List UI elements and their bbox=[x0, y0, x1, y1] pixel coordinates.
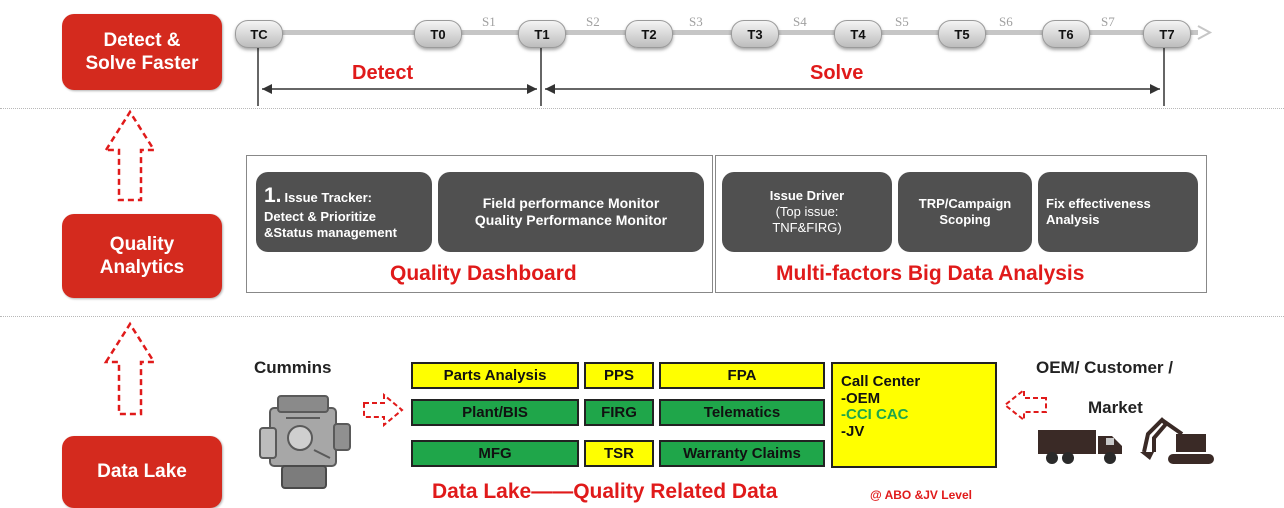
issue-driver-line2: (Top issue: bbox=[775, 203, 839, 219]
level-data-lake-label: Data Lake bbox=[97, 461, 187, 483]
quality-dashboard-title: Quality Dashboard bbox=[390, 262, 577, 285]
call-center-box: Call Center -OEM -CCI CAC -JV bbox=[831, 362, 997, 468]
stage-label-s1: S1 bbox=[482, 14, 496, 29]
dashed-up-arrow-lower bbox=[103, 321, 157, 416]
stage-label-s3: S3 bbox=[689, 14, 703, 29]
excavator-icon bbox=[1140, 417, 1214, 464]
quality-performance-monitor-label: Quality Performance Monitor bbox=[474, 212, 668, 228]
timeline-point-t6: T6 bbox=[1042, 20, 1090, 48]
call-center-oem: -OEM bbox=[841, 389, 881, 407]
issue-driver-title: Issue Driver bbox=[769, 187, 845, 203]
issue-tracker-title: Issue Tracker: bbox=[284, 189, 372, 205]
market-label: Market bbox=[1088, 398, 1143, 417]
truck-icon bbox=[1038, 430, 1122, 464]
cell-fpa: FPA bbox=[659, 362, 825, 389]
cell-parts-analysis: Parts Analysis bbox=[411, 362, 579, 389]
cell-telematics: Telematics bbox=[659, 399, 825, 426]
call-center-title: Call Center bbox=[841, 373, 921, 390]
timeline-point-t0: T0 bbox=[414, 20, 462, 48]
level-quality-analytics: Quality Analytics bbox=[62, 214, 222, 298]
fix-effectiveness-line1: Fix effectiveness bbox=[1046, 195, 1151, 211]
call-center-jv: -JV bbox=[841, 422, 865, 440]
stage-label-s5: S5 bbox=[895, 14, 909, 29]
data-lake-caption: Data Lake——Quality Related Data bbox=[432, 480, 778, 503]
trp-campaign-line2: Scoping bbox=[939, 212, 991, 227]
stage-label-s2: S2 bbox=[586, 14, 600, 29]
detect-phase-label: Detect bbox=[352, 62, 414, 84]
timeline-point-t2: T2 bbox=[625, 20, 673, 48]
dashed-up-arrow-upper bbox=[103, 109, 157, 202]
timeline-point-t3: T3 bbox=[731, 20, 779, 48]
trp-campaign-box: TRP/Campaign Scoping bbox=[898, 172, 1032, 252]
stage-label-s4: S4 bbox=[793, 14, 807, 29]
timeline-point-t1: T1 bbox=[518, 20, 566, 48]
field-performance-monitor-label: Field performance Monitor bbox=[482, 194, 660, 211]
fix-effectiveness-box: Fix effectiveness Analysis bbox=[1038, 172, 1198, 252]
cummins-label: Cummins bbox=[254, 358, 332, 377]
engine-icon bbox=[259, 395, 351, 489]
solve-phase-label: Solve bbox=[810, 62, 864, 84]
stage-label-s6: S6 bbox=[999, 14, 1013, 29]
dashed-left-arrow bbox=[1003, 387, 1047, 423]
data-lake-caption-level: @ ABO &JV Level bbox=[870, 488, 972, 502]
level-quality-analytics-label: Quality Analytics bbox=[99, 233, 185, 278]
dashed-right-arrow bbox=[363, 392, 404, 428]
timeline-point-tc: TC bbox=[235, 20, 283, 48]
level-detect-solve-faster: Detect & Solve Faster bbox=[62, 14, 222, 90]
big-data-analysis-title: Multi-factors Big Data Analysis bbox=[776, 262, 1085, 285]
separator-bottom bbox=[0, 316, 1284, 317]
issue-driver-line3: TNF&FIRG) bbox=[772, 220, 842, 236]
cell-firg: FIRG bbox=[584, 399, 654, 426]
performance-monitor-box: Field performance Monitor Quality Perfor… bbox=[438, 172, 704, 252]
issue-driver-box: Issue Driver (Top issue: TNF&FIRG) bbox=[722, 172, 892, 252]
issue-tracker-line3: &Status management bbox=[264, 225, 397, 241]
issue-tracker-line2: Detect & Prioritize bbox=[264, 208, 376, 224]
cell-mfg: MFG bbox=[411, 440, 579, 467]
stage-label-s7: S7 bbox=[1101, 14, 1115, 29]
timeline-axis bbox=[246, 25, 1213, 106]
cell-pps: PPS bbox=[584, 362, 654, 389]
issue-tracker-box: 1. Issue Tracker: Detect & Prioritize &S… bbox=[256, 172, 432, 252]
timeline-point-t7: T7 bbox=[1143, 20, 1191, 48]
issue-tracker-number: 1. bbox=[264, 183, 282, 207]
cell-warranty-claims: Warranty Claims bbox=[659, 440, 825, 467]
cell-tsr: TSR bbox=[584, 440, 654, 467]
level-data-lake: Data Lake bbox=[62, 436, 222, 508]
cell-plant-bis: Plant/BIS bbox=[411, 399, 579, 426]
trp-campaign-line1: TRP/Campaign bbox=[918, 195, 1012, 211]
separator-top bbox=[0, 108, 1284, 109]
timeline-point-t5: T5 bbox=[938, 20, 986, 48]
level-detect-solve-label: Detect & Solve Faster bbox=[85, 29, 199, 74]
oem-customer-label: OEM/ Customer / bbox=[1036, 358, 1173, 377]
call-center-cci-cac: -CCI CAC bbox=[841, 406, 909, 423]
timeline-point-t4: T4 bbox=[834, 20, 882, 48]
fix-effectiveness-line2: Analysis bbox=[1046, 212, 1100, 227]
